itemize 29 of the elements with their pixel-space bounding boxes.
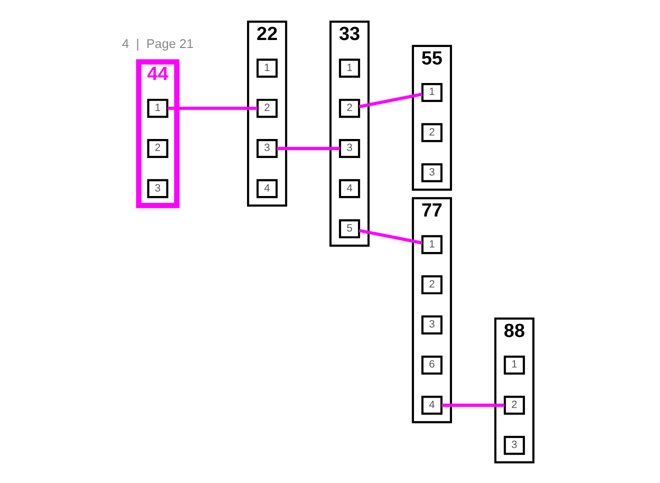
node-box: 1 (420, 82, 442, 102)
node-box: 3 (146, 178, 168, 198)
node-box: 3 (420, 314, 442, 334)
node-box: 3 (503, 435, 524, 454)
node-box: 1 (420, 234, 442, 254)
node-box: 4 (338, 178, 360, 198)
connector (167, 106, 257, 110)
node-box: 2 (338, 98, 360, 118)
node-box: 3 (256, 138, 278, 158)
node-box: 5 (338, 218, 360, 238)
label: 4 | Page 21 (121, 36, 194, 51)
node-box: 2 (420, 274, 442, 294)
node-box: 2 (146, 138, 168, 158)
node-box: 3 (420, 162, 442, 182)
node-box: 4 (256, 178, 278, 198)
node-box: 2 (503, 395, 524, 414)
node-box: 1 (256, 58, 278, 78)
node-box: 6 (420, 355, 442, 374)
connector (358, 92, 422, 108)
node-box: 2 (256, 98, 278, 118)
node-box: 1 (338, 58, 360, 78)
node-box: 4 (420, 395, 442, 414)
connector (276, 146, 340, 150)
node-box: 1 (503, 355, 524, 374)
node-box: 1 (146, 98, 168, 118)
node-box: 3 (338, 138, 360, 158)
node-box: 2 (420, 122, 442, 142)
connector (358, 228, 422, 244)
connector (441, 403, 504, 406)
